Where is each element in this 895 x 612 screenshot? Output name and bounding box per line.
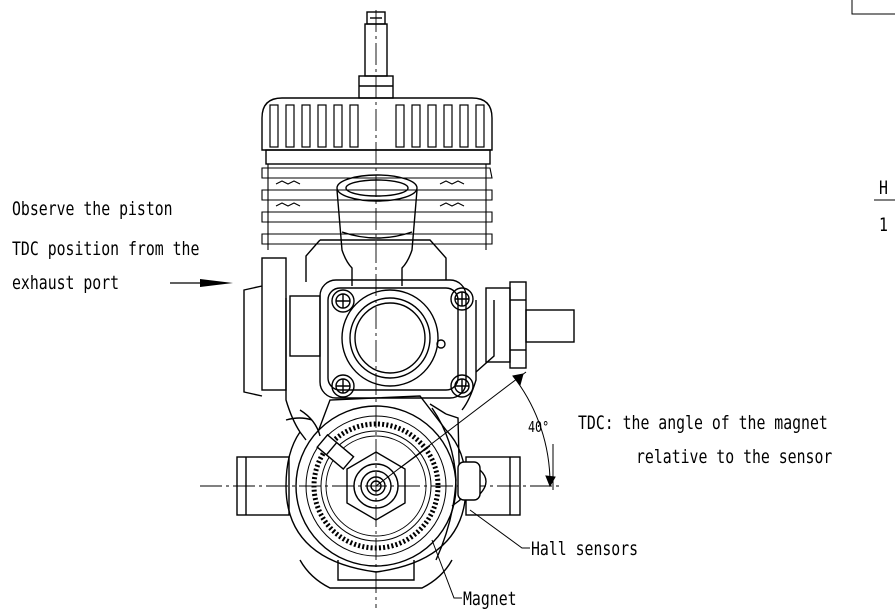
screws <box>331 287 474 398</box>
magnet <box>316 433 355 470</box>
edge-letter-h: H <box>879 177 888 199</box>
edge-digit-1: 1 <box>879 214 888 236</box>
observe-text-line3: exhaust port <box>12 272 120 294</box>
crankcase-body <box>243 239 495 441</box>
angle-dimension <box>375 371 556 490</box>
spark-plug <box>358 11 394 99</box>
cylinder-fins <box>261 164 493 250</box>
hall-sensors-label: Hall sensors <box>531 538 639 560</box>
cylinder-head-fins <box>261 97 493 165</box>
tdc-text-line1: TDC: the angle of the magnet <box>578 412 828 434</box>
exhaust-port <box>336 174 418 286</box>
flywheel-housing <box>285 395 467 589</box>
pointer-arrow <box>170 279 233 287</box>
carburetor-fitting <box>485 281 575 369</box>
observe-text-line1: Observe the piston <box>12 198 173 220</box>
observe-text-line2: TDC position from the <box>12 238 200 260</box>
hall-sensor <box>429 403 487 561</box>
magnet-label: Magnet <box>463 588 517 610</box>
tdc-text-line2: relative to the sensor <box>636 446 833 468</box>
muffler-flange <box>319 279 467 399</box>
angle-label: 40° <box>528 418 550 436</box>
leader-lines <box>431 509 530 599</box>
edge-frame <box>851 0 895 201</box>
